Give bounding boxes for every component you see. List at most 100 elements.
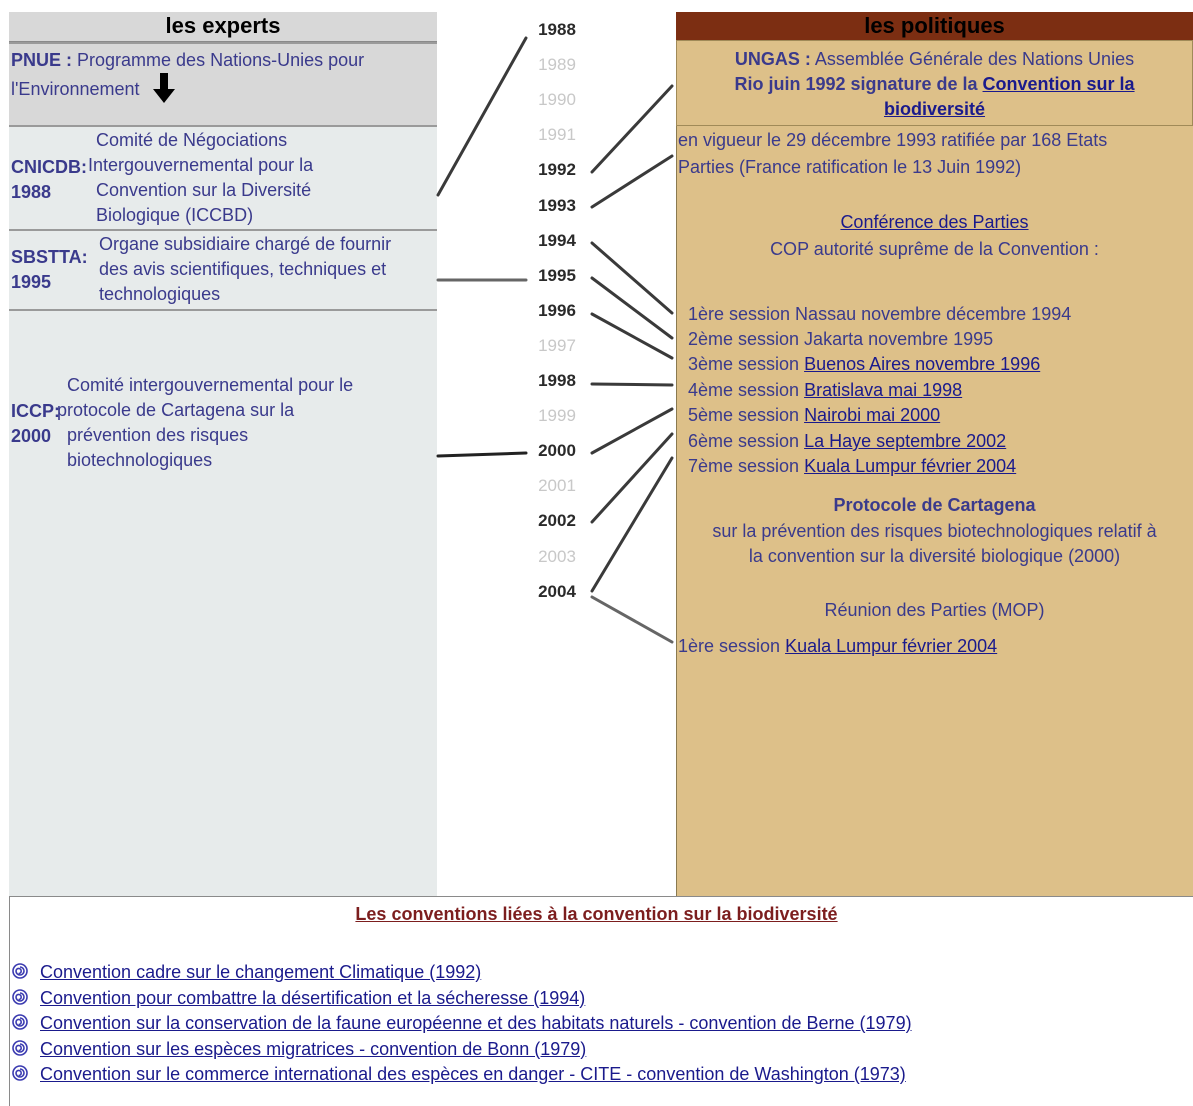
year-1994: 1994 [538, 230, 576, 250]
sbstta-box: SBSTTA: 1995 Organe subsidiaire chargé d… [9, 229, 437, 309]
connector-iccp-2000 [436, 451, 528, 458]
session-item: 3ème session Buenos Aires novembre 1996 [688, 354, 1041, 374]
sbstta-acronym: SBSTTA: [11, 247, 88, 267]
biodiversite-link[interactable]: biodiversité [883, 99, 986, 119]
connector-2002-session6 [590, 432, 674, 524]
convention-link[interactable]: Convention sur les espèces migratrices -… [40, 1038, 587, 1059]
iccp-year: 2000 [11, 426, 52, 446]
experts-header: les experts [9, 12, 437, 42]
conference-parties-link[interactable]: Conférence des Parties [840, 212, 1029, 232]
year-1989: 1989 [538, 55, 576, 75]
year-1988: 1988 [538, 20, 576, 39]
convention-item: Convention sur la conservation de la fau… [12, 1011, 912, 1036]
connector-2004-session7 [590, 456, 674, 593]
vigueur-text-2: Parties (France ratification le 13 Juin … [678, 157, 1022, 177]
year-1997: 1997 [538, 335, 576, 355]
ungas-box: UNGAS : Assemblée Générale des Nations U… [676, 40, 1193, 126]
related-conventions-box [9, 896, 1193, 1106]
convention-biodiversite-link[interactable]: Convention sur la [982, 74, 1135, 94]
year-1993: 1993 [538, 195, 576, 215]
protocole-desc-1: sur la prévention des risques biotechnol… [712, 521, 1157, 541]
mop-session-link[interactable]: Kuala Lumpur février 2004 [785, 636, 998, 656]
sbstta-line: technologiques [99, 284, 221, 304]
protocole-title: Protocole de Cartagena [833, 495, 1036, 515]
convention-link[interactable]: Convention sur la conservation de la fau… [40, 1013, 912, 1033]
related-conventions-title[interactable]: Les conventions liées à la convention su… [355, 904, 838, 924]
timeline-connectors [436, 36, 674, 644]
session-item: 4ème session Bratislava mai 1998 [688, 380, 963, 400]
convention-item: Convention sur les espèces migratrices -… [12, 1037, 586, 1062]
session-item: 6ème session La Haye septembre 2002 [688, 431, 1007, 451]
connector-2004-mop [590, 595, 674, 644]
cnicdb-line: Comité de Négociations [96, 130, 288, 150]
connector-2000-session5 [590, 407, 674, 455]
session-item: 2ème session Jakarta novembre 1995 [688, 329, 994, 349]
session-link[interactable]: Nairobi mai 2000 [804, 405, 941, 425]
connector-1998-session4 [590, 382, 674, 387]
spiral-bullet-icon [12, 1012, 28, 1030]
iccp-box: ICCP: 2000 Comité intergouvernemental po… [9, 309, 437, 896]
pnue-text-2: l'Environnement [11, 79, 140, 99]
ungas-acronym: UNGAS : [734, 49, 811, 69]
connector-1996-session3 [590, 312, 674, 360]
down-arrow-icon [152, 73, 175, 110]
cnicdb-acronym: CNICDB: [11, 157, 87, 177]
year-2004: 2004 [538, 581, 576, 601]
sbstta-line: des avis scientifiques, techniques et [99, 259, 387, 279]
session-link[interactable]: Bratislava mai 1998 [804, 380, 963, 400]
mop-session: 1ère session Kuala Lumpur février 2004 [678, 636, 998, 656]
sbstta-year: 1995 [11, 272, 52, 292]
year-1991: 1991 [538, 125, 576, 145]
year-1992: 1992 [538, 160, 576, 180]
convention-link[interactable]: Convention pour combattre la désertifica… [40, 987, 586, 1008]
ungas-text: Assemblée Générale des Nations Unies [810, 49, 1135, 69]
iccp-acronym: ICCP: [11, 401, 60, 421]
cnicdb-line: Intergouvernemental pour la [88, 155, 314, 175]
year-1990: 1990 [538, 90, 576, 110]
connector-1995-session2 [590, 276, 674, 340]
iccp-line: prévention des risques [67, 425, 249, 445]
iccp-line: biotechnologiques [67, 450, 213, 470]
iccp-line: protocole de Cartagena sur la [57, 400, 295, 420]
vigueur-text-1: en vigueur le 29 décembre 1993 ratifiée … [678, 130, 1108, 150]
convention-item: Convention sur le commerce international… [12, 1062, 906, 1087]
connector-1992-ungas [590, 84, 674, 174]
rio-prefix: Rio juin 1992 signature de la [734, 74, 983, 94]
cnicdb-year: 1988 [11, 182, 52, 202]
year-1996: 1996 [538, 300, 576, 320]
session-item: 7ème session Kuala Lumpur février 2004 [688, 456, 1017, 476]
session-item: 1ère session Nassau novembre décembre 19… [688, 304, 1072, 324]
year-2003: 2003 [538, 546, 576, 566]
cop-description: COP autorité suprême de la Convention : [770, 239, 1099, 259]
cnicdb-line: Convention sur la Diversité [96, 180, 312, 200]
cnicdb-line: Biologique (ICCBD) [96, 205, 254, 225]
year-1999: 1999 [538, 406, 576, 426]
iccp-line: Comité intergouvernemental pour le [67, 375, 354, 395]
session-item: 5ème session Nairobi mai 2000 [688, 405, 941, 425]
convention-item: Convention cadre sur le changement Clima… [12, 960, 481, 985]
spiral-bullet-icon [12, 1038, 28, 1056]
convention-link[interactable]: Convention cadre sur le changement Clima… [40, 962, 482, 982]
year-2000: 2000 [538, 441, 576, 461]
session-link[interactable]: La Haye septembre 2002 [804, 431, 1007, 451]
pnue-box: PNUE : Programme des Nations-Unies pour … [9, 42, 437, 125]
protocole-desc-2: la convention sur la diversité biologiqu… [748, 546, 1121, 566]
year-1995: 1995 [538, 265, 576, 285]
convention-link[interactable]: Convention sur le commerce international… [40, 1064, 906, 1084]
cnicdb-box: CNICDB: 1988 Comité de Négociations Inte… [9, 125, 437, 229]
mop-title: Réunion des Parties (MOP) [824, 600, 1045, 620]
convention-item: Convention pour combattre la désertifica… [12, 986, 585, 1011]
session-link[interactable]: Kuala Lumpur février 2004 [804, 456, 1017, 476]
connector-1993-vigueur [590, 154, 674, 209]
politiques-column [676, 12, 1193, 896]
connector-1988-cnicdb [436, 36, 528, 197]
year-2002: 2002 [538, 511, 576, 531]
year-1998: 1998 [538, 371, 576, 390]
spiral-bullet-icon [12, 1063, 28, 1081]
spiral-bullet-icon [12, 987, 28, 1005]
session-link[interactable]: Buenos Aires novembre 1996 [804, 354, 1041, 374]
sbstta-line: Organe subsidiaire chargé de fournir [99, 234, 392, 254]
politiques-header: les politiques [676, 12, 1193, 40]
connector-1994-session1 [590, 241, 674, 315]
year-2001: 2001 [538, 476, 576, 496]
